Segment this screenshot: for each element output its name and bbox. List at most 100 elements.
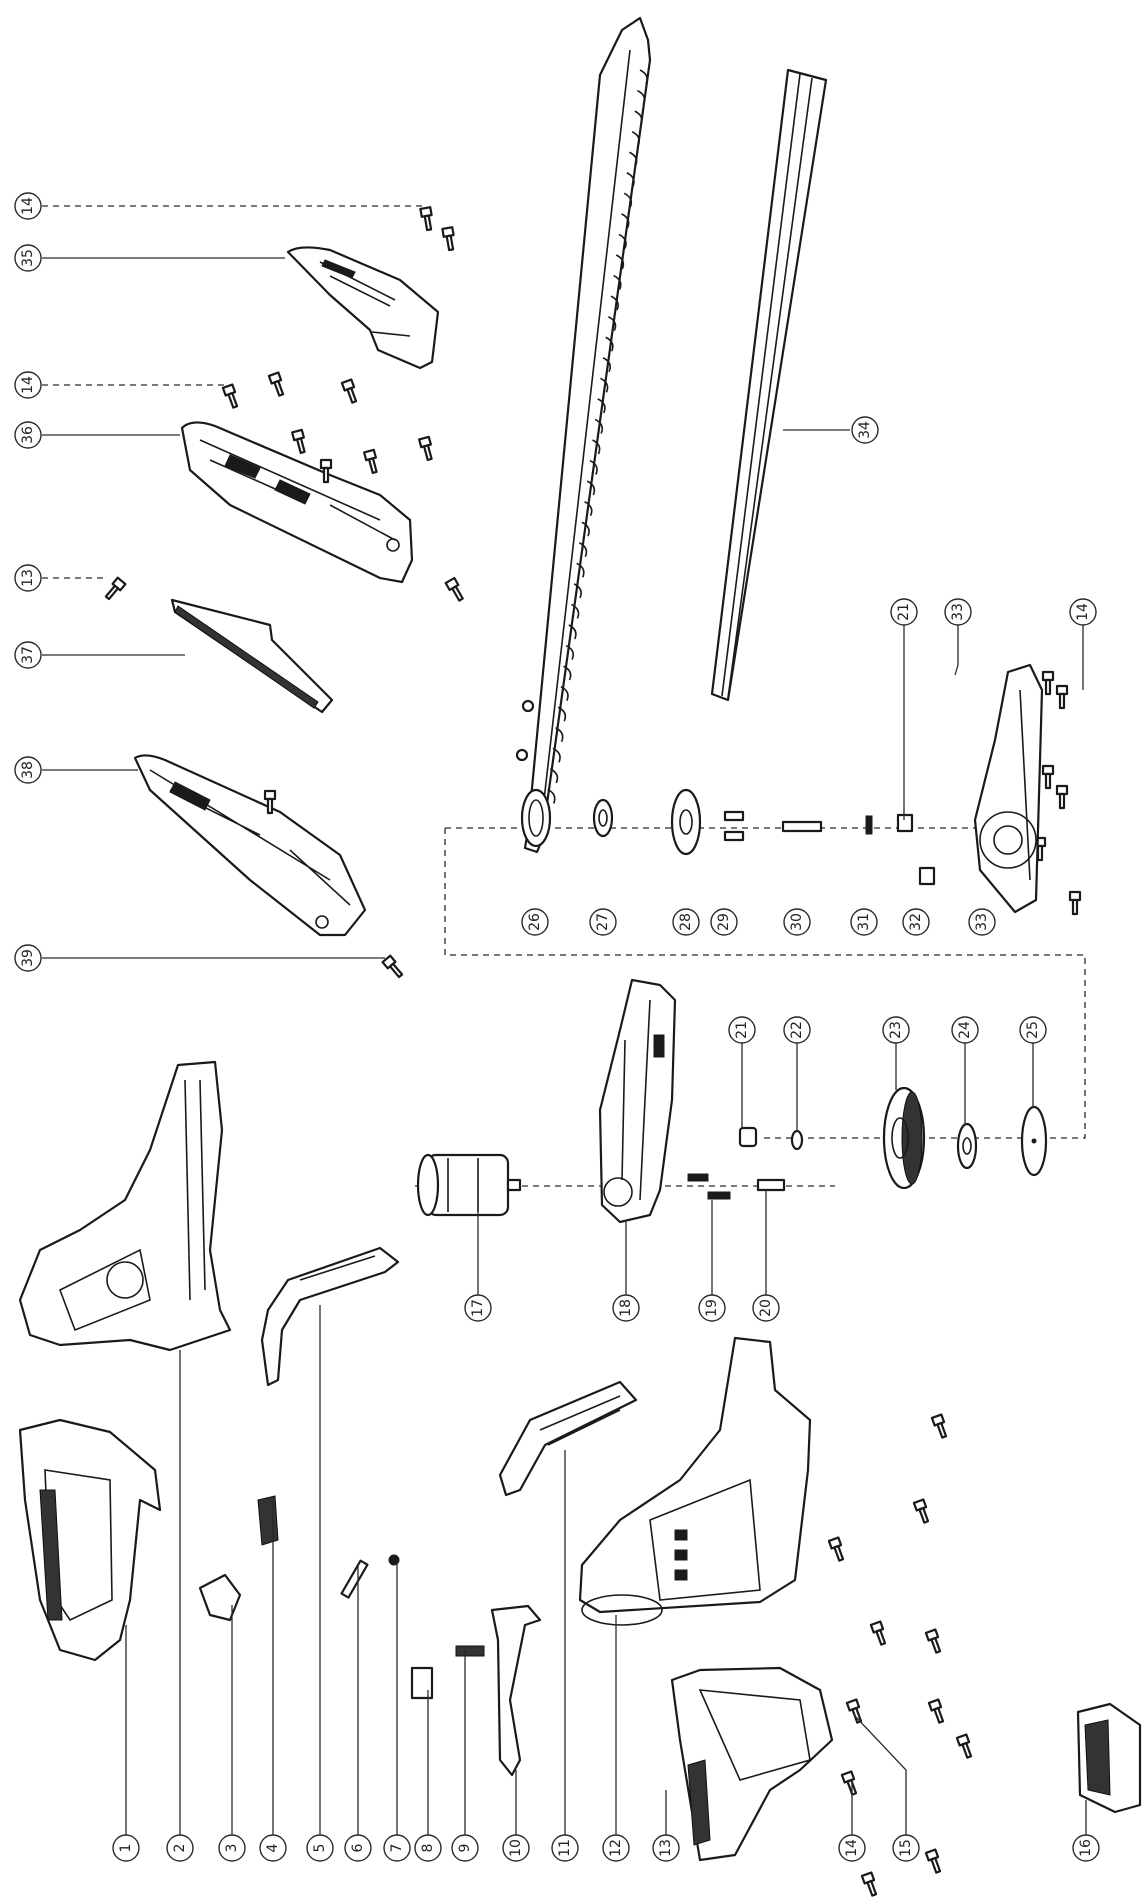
callout-number: 28 bbox=[678, 913, 694, 931]
blade-tooth bbox=[560, 685, 569, 701]
trigger-handle-part bbox=[498, 1380, 638, 1497]
screw bbox=[291, 428, 306, 455]
callout-c10: 10 bbox=[502, 1834, 530, 1862]
large-gear-part bbox=[882, 1086, 926, 1190]
blade-part bbox=[515, 16, 652, 854]
callout-c4: 4 bbox=[259, 1834, 287, 1862]
screw bbox=[1055, 684, 1069, 710]
callout-c33: 33 bbox=[968, 908, 996, 936]
switch-parts bbox=[198, 1495, 542, 1777]
callout-c14d: 14 bbox=[1069, 598, 1097, 626]
blade-tooth bbox=[563, 665, 572, 681]
callout-c20: 20 bbox=[752, 1294, 780, 1322]
blade-tooth bbox=[592, 439, 601, 455]
blade-tooth bbox=[634, 110, 643, 126]
callout-number: 21 bbox=[896, 603, 912, 621]
callout-number: 4 bbox=[265, 1843, 281, 1852]
gear-housing-part bbox=[598, 978, 677, 1224]
callout-number: 14 bbox=[20, 376, 36, 394]
gear-cover-plate-part bbox=[973, 663, 1044, 914]
callout-number: 8 bbox=[420, 1844, 436, 1853]
battery-clip-part bbox=[1076, 1702, 1142, 1814]
callout-c7: 7 bbox=[383, 1834, 411, 1862]
blade-tooth bbox=[565, 644, 575, 660]
callout-number: 37 bbox=[20, 646, 36, 664]
screws-group bbox=[104, 206, 1082, 1897]
screw bbox=[418, 435, 433, 462]
blade-tooth bbox=[639, 69, 648, 85]
callout-c11: 11 bbox=[551, 1834, 579, 1862]
blade-tooth bbox=[578, 542, 588, 558]
callout-c14b: 14 bbox=[14, 192, 42, 220]
blade-tooth bbox=[615, 254, 625, 270]
callout-number: 15 bbox=[898, 1839, 914, 1857]
motor-part bbox=[416, 1153, 522, 1217]
callout-c37: 37 bbox=[14, 641, 42, 669]
blade-tooth bbox=[568, 624, 577, 640]
blade-tooth bbox=[589, 459, 598, 475]
callout-c14c: 14 bbox=[14, 371, 42, 399]
callout-c25: 25 bbox=[1019, 1016, 1047, 1044]
callout-c16: 16 bbox=[1072, 1834, 1100, 1862]
right-housing-part bbox=[578, 1336, 812, 1626]
callout-c22: 22 bbox=[783, 1016, 811, 1044]
screw bbox=[955, 1733, 973, 1759]
blade-tooth bbox=[629, 151, 638, 167]
callout-number: 17 bbox=[470, 1299, 486, 1317]
callout-number: 3 bbox=[224, 1844, 240, 1853]
callout-number: 24 bbox=[957, 1021, 973, 1039]
blade-tooth bbox=[552, 747, 561, 763]
callout-c26: 26 bbox=[521, 908, 549, 936]
screw bbox=[319, 458, 333, 484]
callout-c36: 36 bbox=[14, 421, 42, 449]
small-washers bbox=[592, 788, 936, 886]
callout-c14a: 14 bbox=[838, 1834, 866, 1862]
callout-c18: 18 bbox=[612, 1294, 640, 1322]
blade-tooth bbox=[618, 233, 627, 249]
callout-number: 39 bbox=[20, 949, 36, 967]
screw bbox=[381, 954, 404, 979]
blade-teeth bbox=[547, 69, 648, 804]
callout-number: 35 bbox=[20, 249, 36, 267]
callout-c33b: 33 bbox=[944, 598, 972, 626]
callout-c21b: 21 bbox=[890, 598, 918, 626]
blade-tooth bbox=[600, 377, 609, 393]
callout-number: 22 bbox=[789, 1021, 805, 1039]
callout-number: 13 bbox=[20, 569, 36, 587]
callout-c3: 3 bbox=[218, 1834, 246, 1862]
callout-number: 10 bbox=[508, 1839, 524, 1857]
screw bbox=[827, 1536, 845, 1562]
lower-grip-part bbox=[670, 1666, 834, 1862]
callout-number: 31 bbox=[856, 913, 872, 931]
gear-screws bbox=[687, 1173, 786, 1200]
callout-c21: 21 bbox=[728, 1016, 756, 1044]
screw bbox=[444, 576, 464, 602]
blade-tooth bbox=[584, 500, 593, 516]
screw bbox=[441, 226, 455, 252]
blade-tooth bbox=[636, 89, 646, 105]
blade-tooth bbox=[549, 768, 559, 784]
trigger-cover-part bbox=[260, 1246, 400, 1387]
blade-tooth bbox=[594, 418, 604, 434]
grip-strip-part bbox=[170, 598, 334, 714]
blade-tooth bbox=[547, 788, 556, 804]
screw bbox=[267, 371, 285, 397]
screw bbox=[927, 1698, 945, 1724]
callout-number: 9 bbox=[457, 1844, 473, 1853]
callout-number: 29 bbox=[716, 913, 732, 931]
callout-number: 2 bbox=[172, 1844, 188, 1853]
screw bbox=[840, 1770, 858, 1796]
callout-c39: 39 bbox=[14, 944, 42, 972]
callout-number: 6 bbox=[350, 1843, 366, 1852]
left-housing-part bbox=[18, 1060, 232, 1352]
screw bbox=[860, 1871, 878, 1897]
callout-number: 11 bbox=[557, 1839, 573, 1857]
blade-tooth bbox=[610, 295, 619, 311]
callout-c15: 15 bbox=[892, 1834, 920, 1862]
screw bbox=[924, 1628, 942, 1654]
blade-rail-part bbox=[710, 68, 828, 702]
callout-number: 25 bbox=[1025, 1021, 1041, 1039]
callout-number: 7 bbox=[389, 1844, 405, 1853]
callout-number: 14 bbox=[1075, 603, 1091, 621]
